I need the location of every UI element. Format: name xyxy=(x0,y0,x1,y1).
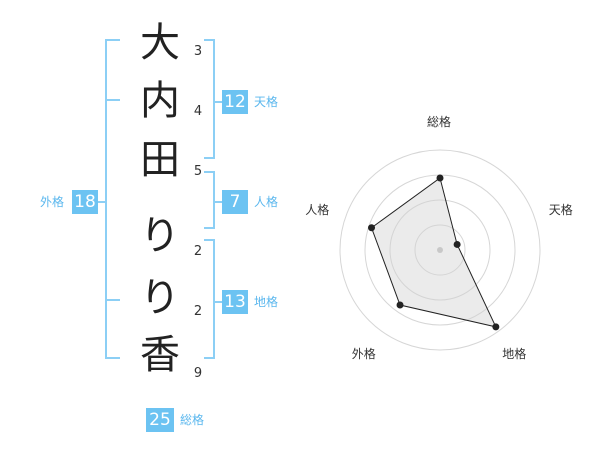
radar-point xyxy=(492,323,500,331)
radar-axis-label: 総格 xyxy=(427,115,452,129)
jinkaku-badge: 7 xyxy=(222,190,248,214)
soukaku-badge: 25 xyxy=(146,408,174,432)
chikaku-badge: 13 xyxy=(222,290,248,314)
stroke-count-3: 5 xyxy=(193,164,203,179)
radar-axis-label: 人格 xyxy=(305,203,330,218)
stroke-count-5: 2 xyxy=(193,304,203,319)
chikaku-bracket xyxy=(204,239,215,359)
name-char-2: 内 xyxy=(140,78,180,124)
gaikaku-label: 外格 xyxy=(40,195,65,209)
radar-grid-ring xyxy=(414,224,466,276)
radar-point xyxy=(368,224,376,232)
radar-series-polygon xyxy=(370,177,497,328)
radar-axis-label: 天格 xyxy=(548,203,573,218)
radar-point xyxy=(396,301,404,309)
radar-axis-label: 地格 xyxy=(502,346,527,361)
radar-grid-ring xyxy=(389,199,491,301)
stroke-count-1: 3 xyxy=(193,44,203,59)
radar-center-dot xyxy=(437,247,443,253)
chikaku-label: 地格 xyxy=(254,295,279,309)
radar-axis-label: 外格 xyxy=(351,346,376,361)
tenkaku-badge: 12 xyxy=(222,90,248,114)
name-char-3: 田 xyxy=(140,137,180,183)
tenkaku-bracket xyxy=(204,39,215,159)
kakusu-brackets xyxy=(96,39,222,359)
tenkaku-label: 天格 xyxy=(254,95,279,109)
gaikaku-bracket xyxy=(105,39,120,359)
gaikaku-badge: 18 xyxy=(72,190,98,214)
stroke-count-6: 9 xyxy=(193,366,203,381)
name-char-5: り xyxy=(140,275,180,321)
name-char-1: 大 xyxy=(140,20,180,66)
radar-chart xyxy=(339,149,541,351)
radar-point xyxy=(453,240,461,248)
soukaku-label: 総格 xyxy=(180,413,205,427)
name-char-4: り xyxy=(140,213,180,259)
radar-grid-ring xyxy=(339,149,541,351)
jinkaku-bracket xyxy=(204,171,215,229)
stroke-count-4: 2 xyxy=(193,244,203,259)
name-char-6: 香 xyxy=(140,332,180,378)
stroke-count-2: 4 xyxy=(193,104,203,119)
jinkaku-label: 人格 xyxy=(254,195,279,209)
radar-point xyxy=(436,174,444,182)
